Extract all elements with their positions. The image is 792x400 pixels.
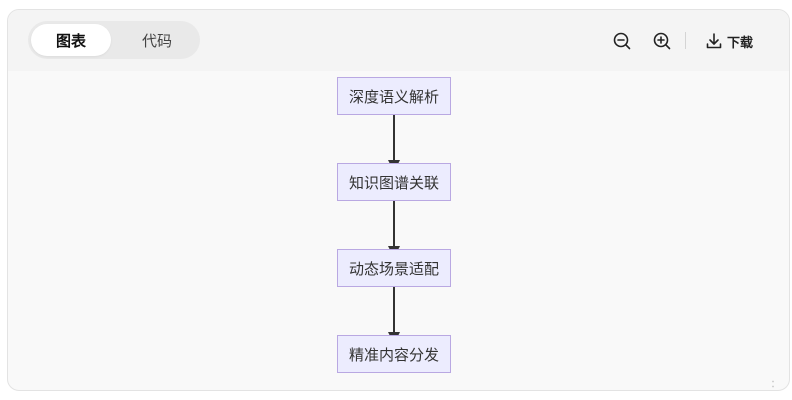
zoom-out-icon — [613, 32, 631, 50]
zoom-out-button[interactable] — [611, 30, 633, 52]
node-knowledge-graph[interactable]: 知识图谱关联 — [337, 163, 451, 201]
zoom-in-icon — [653, 32, 671, 50]
resize-handle-icon[interactable] — [771, 380, 775, 388]
diagram-card: 图表 代码 下载 — [7, 9, 790, 391]
node-content-distribution[interactable]: 精准内容分发 — [337, 335, 451, 373]
tab-code[interactable]: 代码 — [141, 31, 172, 50]
tab-chart[interactable]: 图表 — [31, 24, 111, 56]
node-semantic-parsing[interactable]: 深度语义解析 — [337, 77, 451, 115]
zoom-in-button[interactable] — [651, 30, 673, 52]
download-label: 下载 — [727, 35, 754, 51]
diagram-canvas[interactable]: 深度语义解析 知识图谱关联 动态场景适配 精准内容分发 — [8, 71, 789, 390]
toolbar-divider — [685, 32, 686, 49]
view-toggle: 图表 代码 — [28, 21, 200, 59]
toolbar: 图表 代码 下载 — [8, 10, 789, 71]
node-scene-adaptation[interactable]: 动态场景适配 — [337, 249, 451, 287]
download-button[interactable]: 下载 — [705, 29, 753, 53]
download-icon — [706, 33, 722, 49]
